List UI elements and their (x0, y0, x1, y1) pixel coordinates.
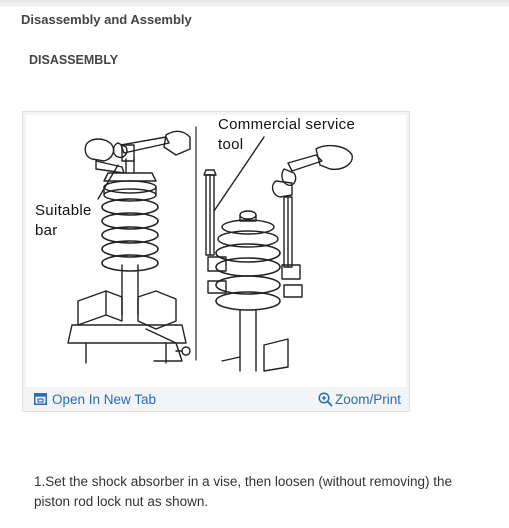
section-title: Disassembly and Assembly (21, 12, 192, 27)
zoom-print-link[interactable]: Zoom/Print (318, 389, 401, 409)
figure-illustration[interactable]: Commercial service tool Suitable bar (26, 115, 406, 387)
zoom-magnifier-icon (318, 391, 333, 407)
zoom-print-label: Zoom/Print (334, 391, 401, 407)
label-commercial-service-tool: Commercial service (218, 116, 356, 133)
shock-absorber-drawing (67, 126, 353, 372)
figure-card: Commercial service tool Suitable bar Ope… (22, 111, 410, 412)
label-suitable: Suitable (35, 202, 92, 219)
label-tool: tool (218, 136, 244, 153)
label-bar: bar (35, 222, 58, 239)
open-in-new-tab-link[interactable]: Open In New Tab (34, 389, 156, 409)
sub-title: DISASSEMBLY (29, 53, 119, 67)
open-in-new-tab-label: Open In New Tab (52, 391, 157, 407)
open-in-new-tab-icon (34, 393, 47, 405)
step-1-text: 1.Set the shock absorber in a vise, then… (34, 474, 452, 509)
top-bar (0, 0, 509, 6)
